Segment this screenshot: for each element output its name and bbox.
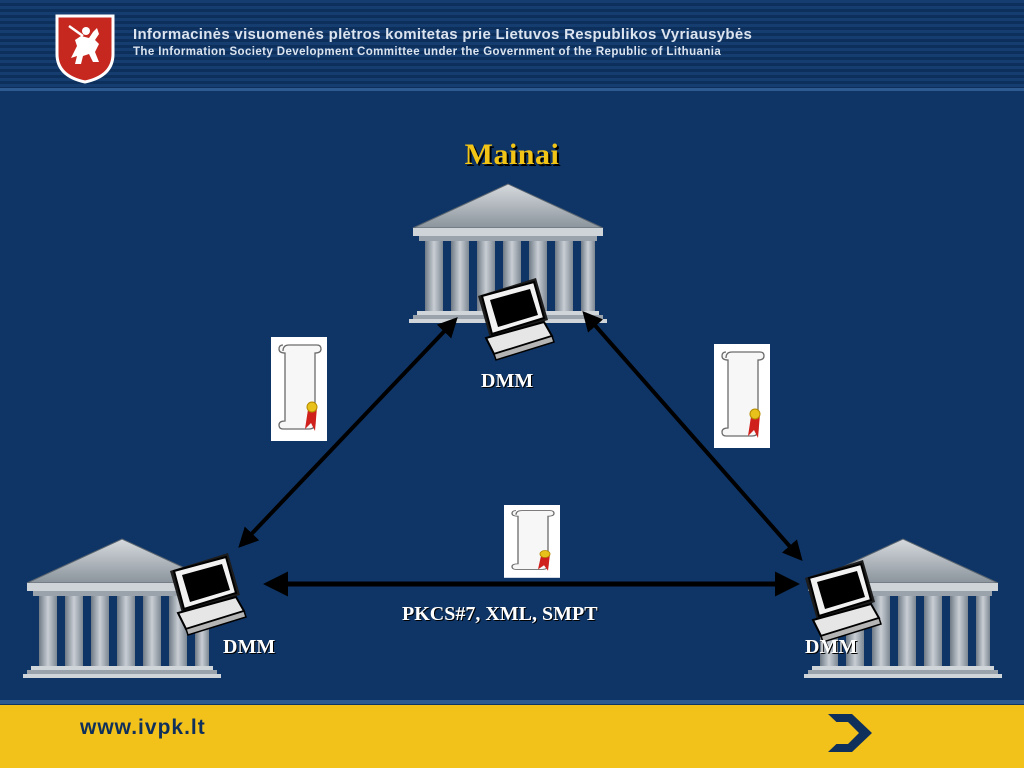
certificate-right-icon bbox=[713, 343, 771, 449]
node-label-top: DMM bbox=[481, 370, 534, 392]
certificate-bottom-icon bbox=[503, 504, 561, 579]
footer-url[interactable]: www.ivpk.lt bbox=[80, 716, 206, 739]
arrow-left-top bbox=[238, 317, 458, 548]
header-title-en: The Information Society Development Comm… bbox=[133, 46, 722, 58]
node-label-left: DMM bbox=[223, 636, 276, 658]
slide-title: Mainai bbox=[464, 138, 560, 171]
header-title-lt: Informacinės visuomenės plėtros komiteta… bbox=[133, 26, 753, 43]
header-divider bbox=[0, 88, 1024, 91]
next-slide-icon[interactable] bbox=[826, 710, 876, 756]
connection-label: PKCS#7, XML, SMPT bbox=[402, 603, 598, 625]
node-label-right: DMM bbox=[805, 636, 858, 658]
footer-divider bbox=[0, 700, 1024, 704]
header-bar bbox=[0, 0, 1024, 90]
arrow-top-right bbox=[582, 310, 803, 562]
certificate-left-icon bbox=[270, 336, 328, 442]
crest-icon bbox=[55, 14, 115, 84]
